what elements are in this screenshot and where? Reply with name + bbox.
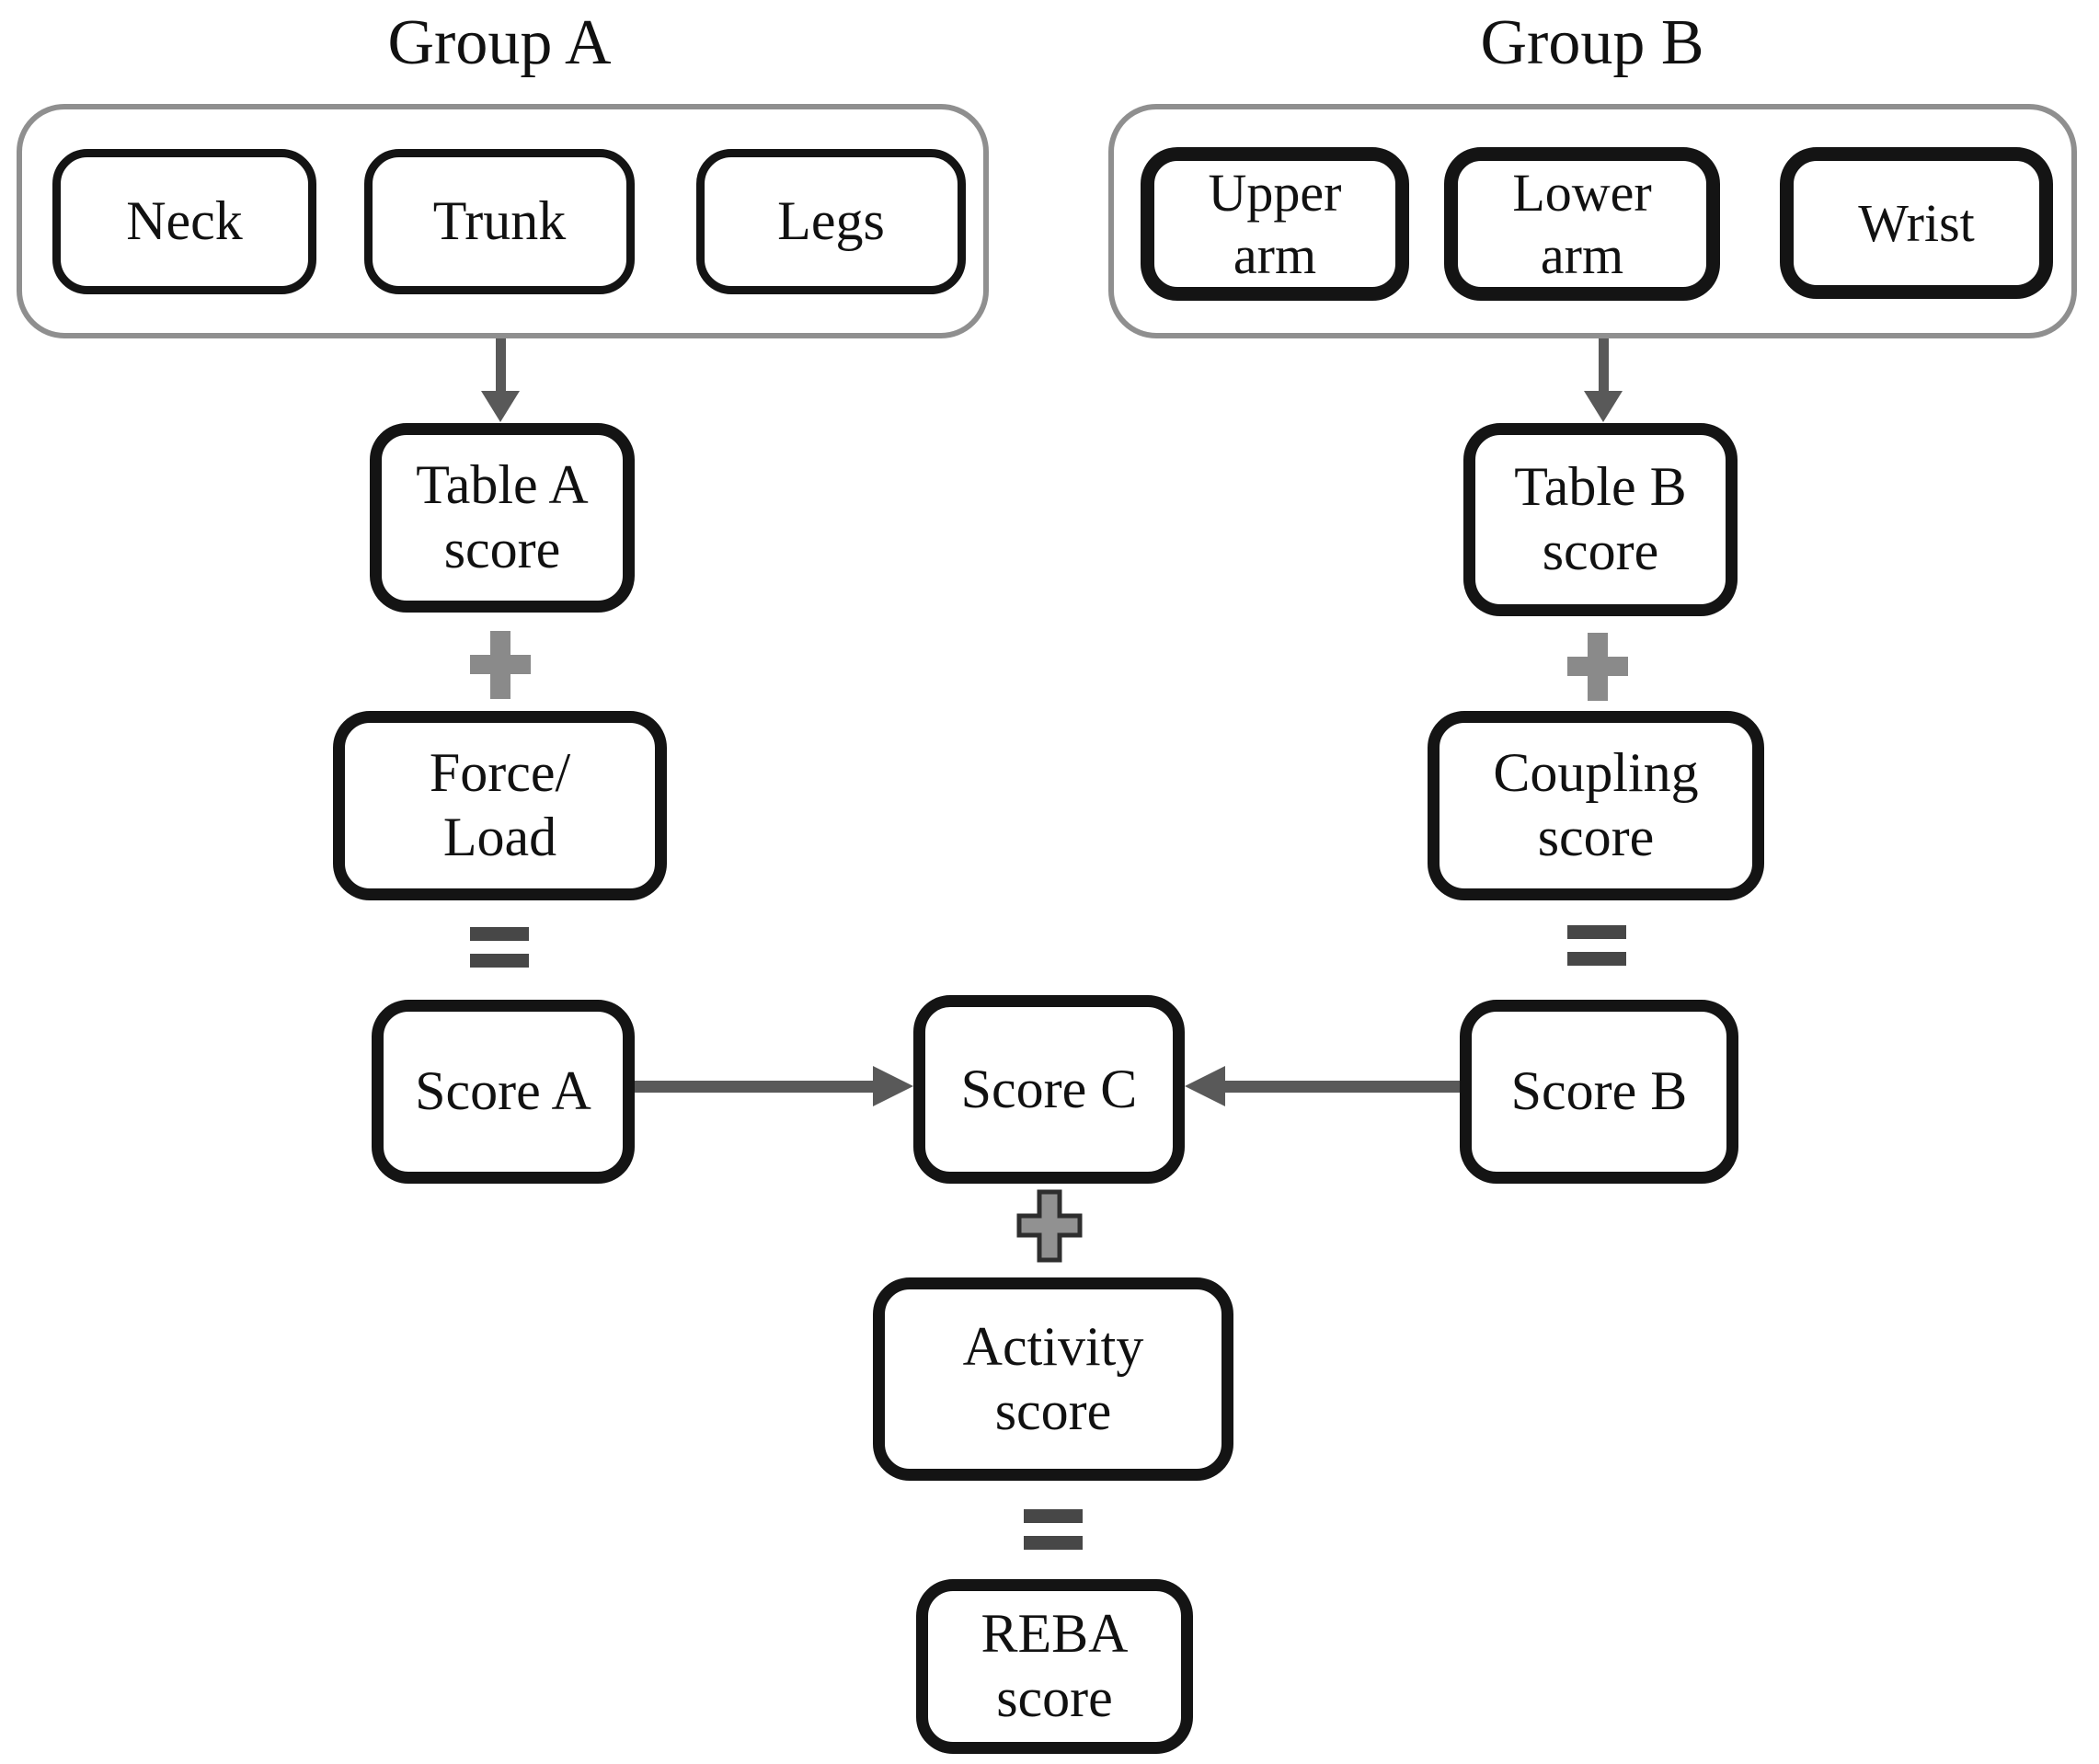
node-force-load: Force/ Load [333, 711, 667, 900]
node-activity-score: Activity score [873, 1277, 1233, 1481]
equals-icon [1024, 1509, 1083, 1550]
plus-icon [1567, 633, 1628, 701]
arrow-head [1584, 391, 1623, 422]
node-reba-score: REBA score [916, 1579, 1193, 1754]
arrow-shaft [635, 1081, 874, 1093]
plus-icon [1016, 1189, 1083, 1263]
arrow-head [1185, 1066, 1225, 1106]
equals-icon [470, 927, 529, 968]
node-legs: Legs [696, 149, 966, 294]
arrow-down-icon [481, 338, 520, 422]
node-score-b: Score B [1460, 1000, 1738, 1184]
node-table-a-score: Table A score [370, 423, 635, 613]
arrow-shaft [496, 338, 506, 392]
node-score-a: Score A [372, 1000, 635, 1184]
node-table-b-score: Table B score [1463, 423, 1738, 616]
arrow-shaft [1599, 338, 1609, 392]
node-score-c: Score C [913, 995, 1185, 1184]
node-coupling-score: Coupling score [1428, 711, 1764, 900]
plus-icon [470, 631, 531, 699]
arrow-left-icon [1185, 1066, 1460, 1106]
node-wrist: Wrist [1780, 147, 2053, 299]
arrow-right-icon [635, 1066, 913, 1106]
node-upper-arm: Upper arm [1141, 147, 1409, 301]
equals-icon [1567, 925, 1626, 966]
arrow-down-icon [1584, 338, 1623, 422]
node-neck: Neck [52, 149, 316, 294]
group-b-title: Group B [1480, 7, 1704, 78]
arrow-shaft [1224, 1081, 1460, 1093]
arrow-head [481, 391, 520, 422]
arrow-head [873, 1066, 913, 1106]
node-lower-arm: Lower arm [1444, 147, 1720, 301]
node-trunk: Trunk [364, 149, 635, 294]
group-a-title: Group A [387, 7, 612, 78]
